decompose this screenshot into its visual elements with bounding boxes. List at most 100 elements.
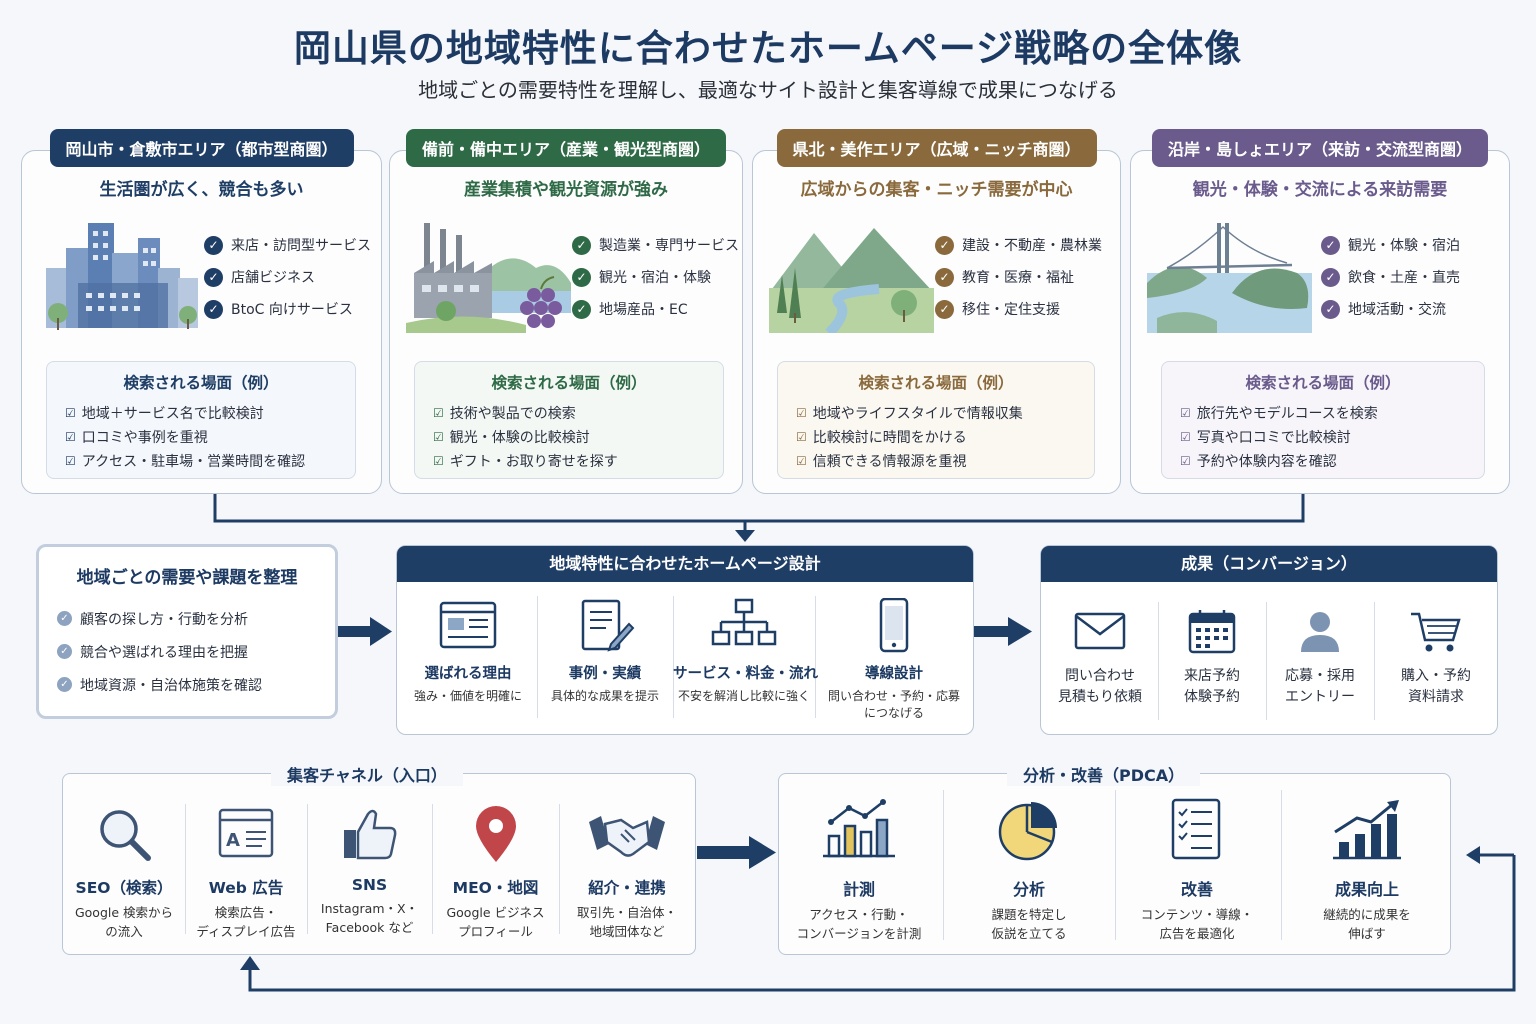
search-scene-item: ☑アクセス・駐車場・営業時間を確認 (65, 454, 306, 470)
result-column: 問い合わせ 見積もり依頼 (1041, 608, 1159, 708)
search-scene-item: ☑ギフト・お取り寄せを探す (433, 454, 618, 470)
arrow-up-to-channels (240, 956, 260, 970)
pdca-step-desc: アクセス・行動・コンバージョンを計測 (796, 907, 922, 941)
channel-desc: 検索広告・ディスプレイ広告 (196, 905, 296, 939)
document-pen-icon (581, 599, 635, 652)
channel-item: SNS Instagram・X・Facebook など (307, 804, 432, 937)
mountain-river-illustration (769, 228, 934, 333)
channel-item: 紹介・連携 取引先・自治体・地域団体など (559, 804, 695, 941)
map-pin-icon (475, 806, 516, 862)
webpage-icon (439, 601, 497, 649)
checkbox-icon: ☑ (1180, 430, 1191, 444)
feature-item: ✓観光・宿泊・体験 (572, 261, 739, 293)
design-column: 事例・実績 具体的な成果を提示 (537, 598, 673, 705)
acquisition-channels-panel: 集客チャネル（入口） SEO（検索） Google 検索からの流入 A Web … (62, 762, 696, 955)
city-buildings-illustration (46, 223, 198, 330)
pdca-step: 改善 コンテンツ・導線・広告を最適化 (1119, 798, 1275, 943)
organize-item: ✓競合や選ばれる理由を把握 (57, 635, 335, 668)
feature-item: ✓建設・不動産・農林業 (935, 229, 1102, 261)
smartphone-icon (879, 598, 909, 653)
result-label: 来店予約 体験予約 (1184, 668, 1240, 705)
feature-item: ✓観光・体験・宿泊 (1321, 229, 1460, 261)
pdca-step: 分析 課題を特定し仮説を立てる (949, 798, 1109, 943)
conversion-results-panel: 成果（コンバージョン） 問い合わせ 見積もり依頼 来店予約 体験予約 (1040, 545, 1498, 735)
arrow-into-pdca (1466, 846, 1480, 864)
region-features: ✓観光・体験・宿泊 ✓飲食・土産・直売 ✓地域活動・交流 (1321, 229, 1460, 325)
checkbox-icon: ☑ (65, 430, 76, 444)
check-icon: ✓ (572, 235, 591, 255)
result-column: 来店予約 体験予約 (1158, 608, 1266, 708)
pie-chart-icon (998, 802, 1057, 861)
pdca-step-desc: 課題を特定し仮説を立てる (991, 907, 1067, 941)
results-panel-title: 成果（コンバージョン） (1041, 546, 1497, 582)
check-icon: ✓ (1321, 299, 1340, 319)
bridge-island-illustration (1147, 223, 1312, 333)
regions-merge-line (213, 492, 1305, 523)
check-icon: ✓ (572, 299, 591, 319)
design-column: 選ばれる理由 強み・価値を明確に (397, 598, 539, 705)
search-scenes-title: 検索される場面（例） (1245, 374, 1401, 392)
search-scene-item: ☑旅行先やモデルコースを検索 (1180, 406, 1378, 422)
checkbox-icon: ☑ (1180, 454, 1191, 468)
svg-text:A: A (226, 830, 240, 851)
region-features: ✓製造業・専門サービス ✓観光・宿泊・体験 ✓地場産品・EC (572, 229, 739, 325)
design-column-title: サービス・料金・流れ (673, 666, 818, 682)
region-tag: 沿岸・島しょエリア（来訪・交流型商圏） (1151, 129, 1489, 167)
feature-item: ✓教育・医療・福祉 (935, 261, 1102, 293)
page-title: 岡山県の地域特性に合わせたホームページ戦略の全体像 (293, 27, 1243, 70)
envelope-icon (1074, 612, 1126, 650)
search-scenes-title: 検索される場面（例） (491, 374, 647, 392)
search-scene-item: ☑技術や製品での検索 (433, 406, 576, 422)
design-column-desc: 強み・価値を明確に (413, 689, 522, 703)
person-icon (1301, 612, 1339, 652)
design-column-desc: 具体的な成果を提示 (550, 689, 659, 703)
feature-item: ✓来店・訪問型サービス (204, 229, 371, 261)
pdca-step-title: 分析 (1012, 880, 1045, 899)
checklist-icon (1171, 798, 1221, 860)
feedback-loop-line (248, 855, 1516, 992)
design-panel-title: 地域特性に合わせたホームページ設計 (397, 546, 973, 582)
calendar-icon (1188, 610, 1236, 654)
organize-item: ✓地域資源・自治体施策を確認 (57, 668, 335, 701)
factory-grape-illustration (406, 223, 571, 333)
checkbox-icon: ☑ (433, 406, 444, 420)
channel-desc: Google ビジネスプロフィール (446, 905, 545, 939)
check-icon: ✓ (204, 235, 223, 255)
region-tag: 岡山市・倉敷市エリア（都市型商圏） (49, 129, 354, 167)
search-scenes-title: 検索される場面（例） (123, 374, 279, 392)
design-column-title: 選ばれる理由 (424, 666, 512, 682)
checkbox-icon: ☑ (796, 430, 807, 444)
check-icon: ✓ (935, 235, 954, 255)
region-features: ✓来店・訪問型サービス ✓店舗ビジネス ✓BtoC 向けサービス (204, 229, 371, 325)
search-scenes-box: 検索される場面（例） ☑地域＋サービス名で比較検討 ☑口コミや事例を重視 ☑アク… (46, 361, 356, 479)
bar-chart-icon (823, 799, 895, 858)
region-headline: 広域からの集客・ニッチ需要が中心 (800, 180, 1073, 200)
result-column: 購入・予約 資料請求 (1374, 608, 1498, 708)
arrow-channels-to-pdca (697, 836, 776, 869)
region-headline: 観光・体験・交流による来訪需要 (1192, 180, 1448, 200)
check-icon: ✓ (572, 267, 591, 287)
handshake-icon (589, 816, 665, 857)
check-icon: ✓ (57, 677, 72, 692)
search-scene-item: ☑写真や口コミで比較検討 (1180, 430, 1351, 446)
region-headline: 産業集積や観光資源が強み (464, 180, 668, 200)
arrow-down-to-design (735, 530, 755, 542)
feature-item: ✓飲食・土産・直売 (1321, 261, 1460, 293)
design-column: サービス・料金・流れ 不安を解消し比較に強く (673, 598, 818, 705)
checkbox-icon: ☑ (796, 454, 807, 468)
search-scenes-box: 検索される場面（例） ☑旅行先やモデルコースを検索 ☑写真や口コミで比較検討 ☑… (1161, 361, 1485, 479)
result-label: 応募・採用 エントリー (1285, 668, 1355, 705)
ad-icon: A (218, 808, 274, 858)
channel-item: SEO（検索） Google 検索からの流入 (63, 804, 185, 941)
region-tag: 県北・美作エリア（広域・ニッチ商圏） (776, 129, 1097, 167)
region-headline: 生活圏が広く、競合も多い (99, 180, 304, 200)
checkbox-icon: ☑ (65, 454, 76, 468)
pdca-step-title: 計測 (842, 880, 875, 899)
channel-desc: Google 検索からの流入 (74, 905, 174, 939)
sitemap-icon (711, 598, 777, 646)
search-scene-item: ☑口コミや事例を重視 (65, 430, 208, 446)
channel-title: MEO・地図 (452, 879, 539, 897)
thumbs-up-icon (343, 809, 396, 860)
channel-item: A Web 広告 検索広告・ディスプレイ広告 (185, 804, 307, 941)
check-icon: ✓ (1321, 267, 1340, 287)
